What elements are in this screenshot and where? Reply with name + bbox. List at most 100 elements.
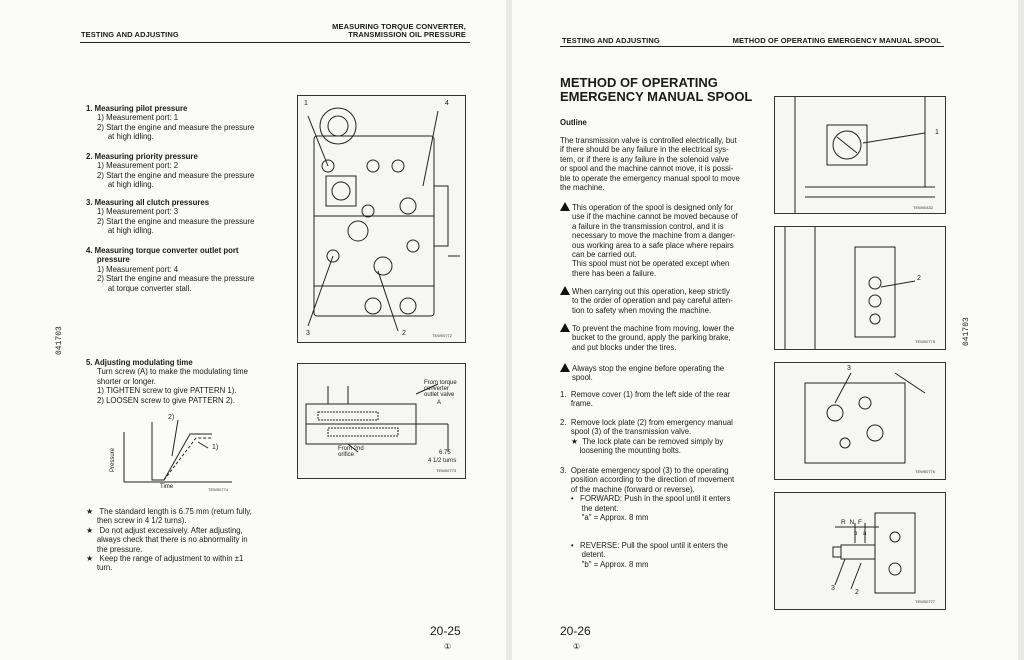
pattern-label-2: 2) — [168, 414, 175, 421]
step-1: 1. Remove cover (1) from the left side o… — [560, 390, 775, 409]
item-5-line-2: shorter or longer. — [97, 376, 156, 386]
spool-positions-drawing — [832, 512, 916, 594]
spool-positions-labels: R N F — [841, 519, 863, 526]
item-3-line-1: 1) Measurement port: 3 — [97, 207, 179, 217]
note-line-6: ★ Keep the range of adjustment to within… — [86, 554, 244, 564]
item-5: 5. Adjusting modulating time Turn screw … — [86, 358, 291, 405]
cover-location-figure: 1 TEW00432 — [774, 96, 946, 214]
cover-label-1: 1 — [935, 129, 939, 136]
spool-figure-code: TEW00776 — [915, 469, 936, 474]
right-side-code: 041703 — [962, 317, 971, 346]
warning-1-line-5: ous working area to a safe place where r… — [572, 240, 734, 250]
item-5-title: 5. Adjusting modulating time — [86, 358, 193, 367]
note-line-5: the pressure. — [86, 544, 143, 554]
left-header-section: TESTING AND ADJUSTING — [81, 30, 179, 39]
spool-location-figure: 3 TEW00776 — [774, 362, 946, 480]
warning-2-line-3: tion to safety when moving the machine. — [572, 305, 712, 315]
valve-label-4: 4 — [445, 100, 449, 107]
step-3-line-5: the detent. — [560, 503, 619, 513]
spool-positions-figure-code: TEW00777 — [915, 599, 936, 604]
item-5-line-1: Turn screw (A) to make the modulating ti… — [97, 367, 248, 377]
spool-distance-b: b — [854, 531, 860, 537]
step-3-line-4: • FORWARD: Push in the spool until it en… — [560, 494, 731, 504]
valve-drawing — [307, 107, 460, 332]
warning-2: When carrying out this operation, keep s… — [560, 286, 772, 315]
spool-distance-a: a — [863, 531, 869, 537]
from-torque-line-3: outlet valve — [424, 392, 455, 398]
spool-positions-label-3: 3 — [831, 585, 835, 592]
modulating-label-from-torque: From torque converter outlet valve — [424, 380, 457, 398]
outline-line-4: or spool and the machine cannot move, it… — [560, 164, 734, 174]
pressure-pattern-figure: 2) 1) Pressure Time TEW00774 — [110, 412, 242, 494]
modulating-label-a: A — [437, 400, 442, 406]
left-header-title-2: TRANSMISSION OIL PRESSURE — [348, 30, 466, 39]
step-3: 3. Operate emergency spool (3) to the op… — [560, 466, 775, 522]
lock-plate-figure: 2 TEW00775 — [774, 226, 946, 350]
item-2: 2. Measuring priority pressure 1) Measur… — [86, 152, 286, 190]
item-4-title: 4. Measuring torque converter outlet por… — [86, 246, 239, 255]
valve-label-1: 1 — [304, 100, 308, 107]
spool-position-n: N — [849, 519, 856, 526]
modulating-label-from-2nd: From 2nd orifice — [338, 446, 364, 458]
step-3-line-6: "a" = Approx. 8 mm — [560, 513, 649, 523]
warning-3-line-3: and put blocks under the tires. — [572, 342, 677, 352]
right-header-rule — [560, 46, 944, 47]
from-torque-line-2: converter — [424, 386, 450, 392]
item-3-title: 3. Measuring all clutch pressures — [86, 198, 210, 207]
warning-1-line-1: This operation of the spool is designed … — [572, 203, 734, 212]
note-line-7: turn. — [86, 563, 113, 573]
from-torque-line-1: From torque — [424, 380, 457, 386]
right-page-mark: ① — [573, 642, 581, 651]
item-1-line-1: 1) Measurement port: 1 — [97, 113, 179, 123]
right-header-title: METHOD OF OPERATING EMERGENCY MANUAL SPO… — [732, 36, 941, 45]
note-line-3: ★ Do not adjust excessively. After adjus… — [86, 525, 243, 535]
item-4-line-3: 2) Start the engine and measure the pres… — [97, 274, 255, 284]
warning-3-line-2: bucket to the ground, apply the parking … — [572, 333, 731, 343]
pressure-pattern-drawing — [123, 419, 232, 483]
outline-line-1: The transmission valve is controlled ele… — [560, 136, 737, 145]
warning-1-line-8: there has been a failure. — [572, 268, 657, 278]
warning-4-line-1: Always stop the engine before operating … — [572, 364, 725, 373]
step-3-reverse-line-2: detent. — [560, 550, 606, 560]
item-4-line-4: at torque converter stall. — [97, 283, 192, 293]
step-1-line-1: 1. Remove cover (1) from the left side o… — [560, 390, 731, 399]
spool-positions-figure: R N F b a 3 2 TEW00777 — [774, 492, 946, 610]
outline-heading: Outline — [560, 118, 587, 127]
valve-label-2: 2 — [402, 330, 406, 337]
cover-location-drawing — [794, 97, 935, 213]
step-3-reverse: • REVERSE: Pull the spool until it enter… — [560, 541, 775, 569]
note-line-1: ★ The standard length is 6.75 mm (return… — [86, 507, 252, 516]
pattern-label-1: 1) — [212, 444, 219, 451]
modulating-valve-figure: From torque converter outlet valve A Fro… — [297, 363, 466, 479]
warning-4: Always stop the engine before operating … — [560, 363, 772, 383]
notes-block: ★ The standard length is 6.75 mm (return… — [86, 507, 286, 573]
step-2-line-1: 2. Remove lock plate (2) from emergency … — [560, 418, 733, 427]
pattern-x-label: Time — [160, 484, 174, 490]
valve-label-3: 3 — [306, 330, 310, 337]
warning-icon — [560, 286, 570, 295]
left-header-rule — [80, 42, 470, 43]
warning-2-line-1: When carrying out this operation, keep s… — [572, 287, 730, 296]
warning-1-line-4: necessary to move the machine from a dan… — [572, 231, 736, 241]
spool-label-3: 3 — [847, 365, 851, 372]
page-title-line-1: METHOD OF OPERATING — [560, 75, 718, 90]
warning-icon — [560, 363, 570, 372]
from-2nd-line-2: orifice — [338, 452, 355, 458]
warning-2-line-2: to the order of operation and pay carefu… — [572, 296, 733, 306]
left-page-number: 20-25 — [430, 624, 461, 638]
warning-3: To prevent the machine from moving, lowe… — [560, 323, 772, 352]
item-1-title: 1. Measuring pilot pressure — [86, 104, 188, 113]
from-2nd-line-1: From 2nd — [338, 446, 364, 452]
warning-1-line-6: can be carried out. — [572, 250, 637, 260]
left-side-code: 041703 — [55, 326, 64, 355]
step-3-reverse-line-1: • REVERSE: Pull the spool until it enter… — [560, 541, 728, 550]
step-3-line-1: 3. Operate emergency spool (3) to the op… — [560, 466, 729, 475]
left-page: TESTING AND ADJUSTING MEASURING TORQUE C… — [0, 0, 506, 660]
step-2-line-4: loosening the mounting bolts. — [560, 446, 681, 456]
spool-location-drawing — [804, 372, 926, 464]
outline-line-2: if there should be any failure in the el… — [560, 145, 729, 155]
item-2-line-2: 2) Start the engine and measure the pres… — [97, 170, 255, 180]
item-2-line-3: at high idling. — [97, 180, 154, 190]
right-page-number: 20-26 — [560, 624, 591, 638]
spool-distance-labels: b a — [854, 531, 868, 537]
